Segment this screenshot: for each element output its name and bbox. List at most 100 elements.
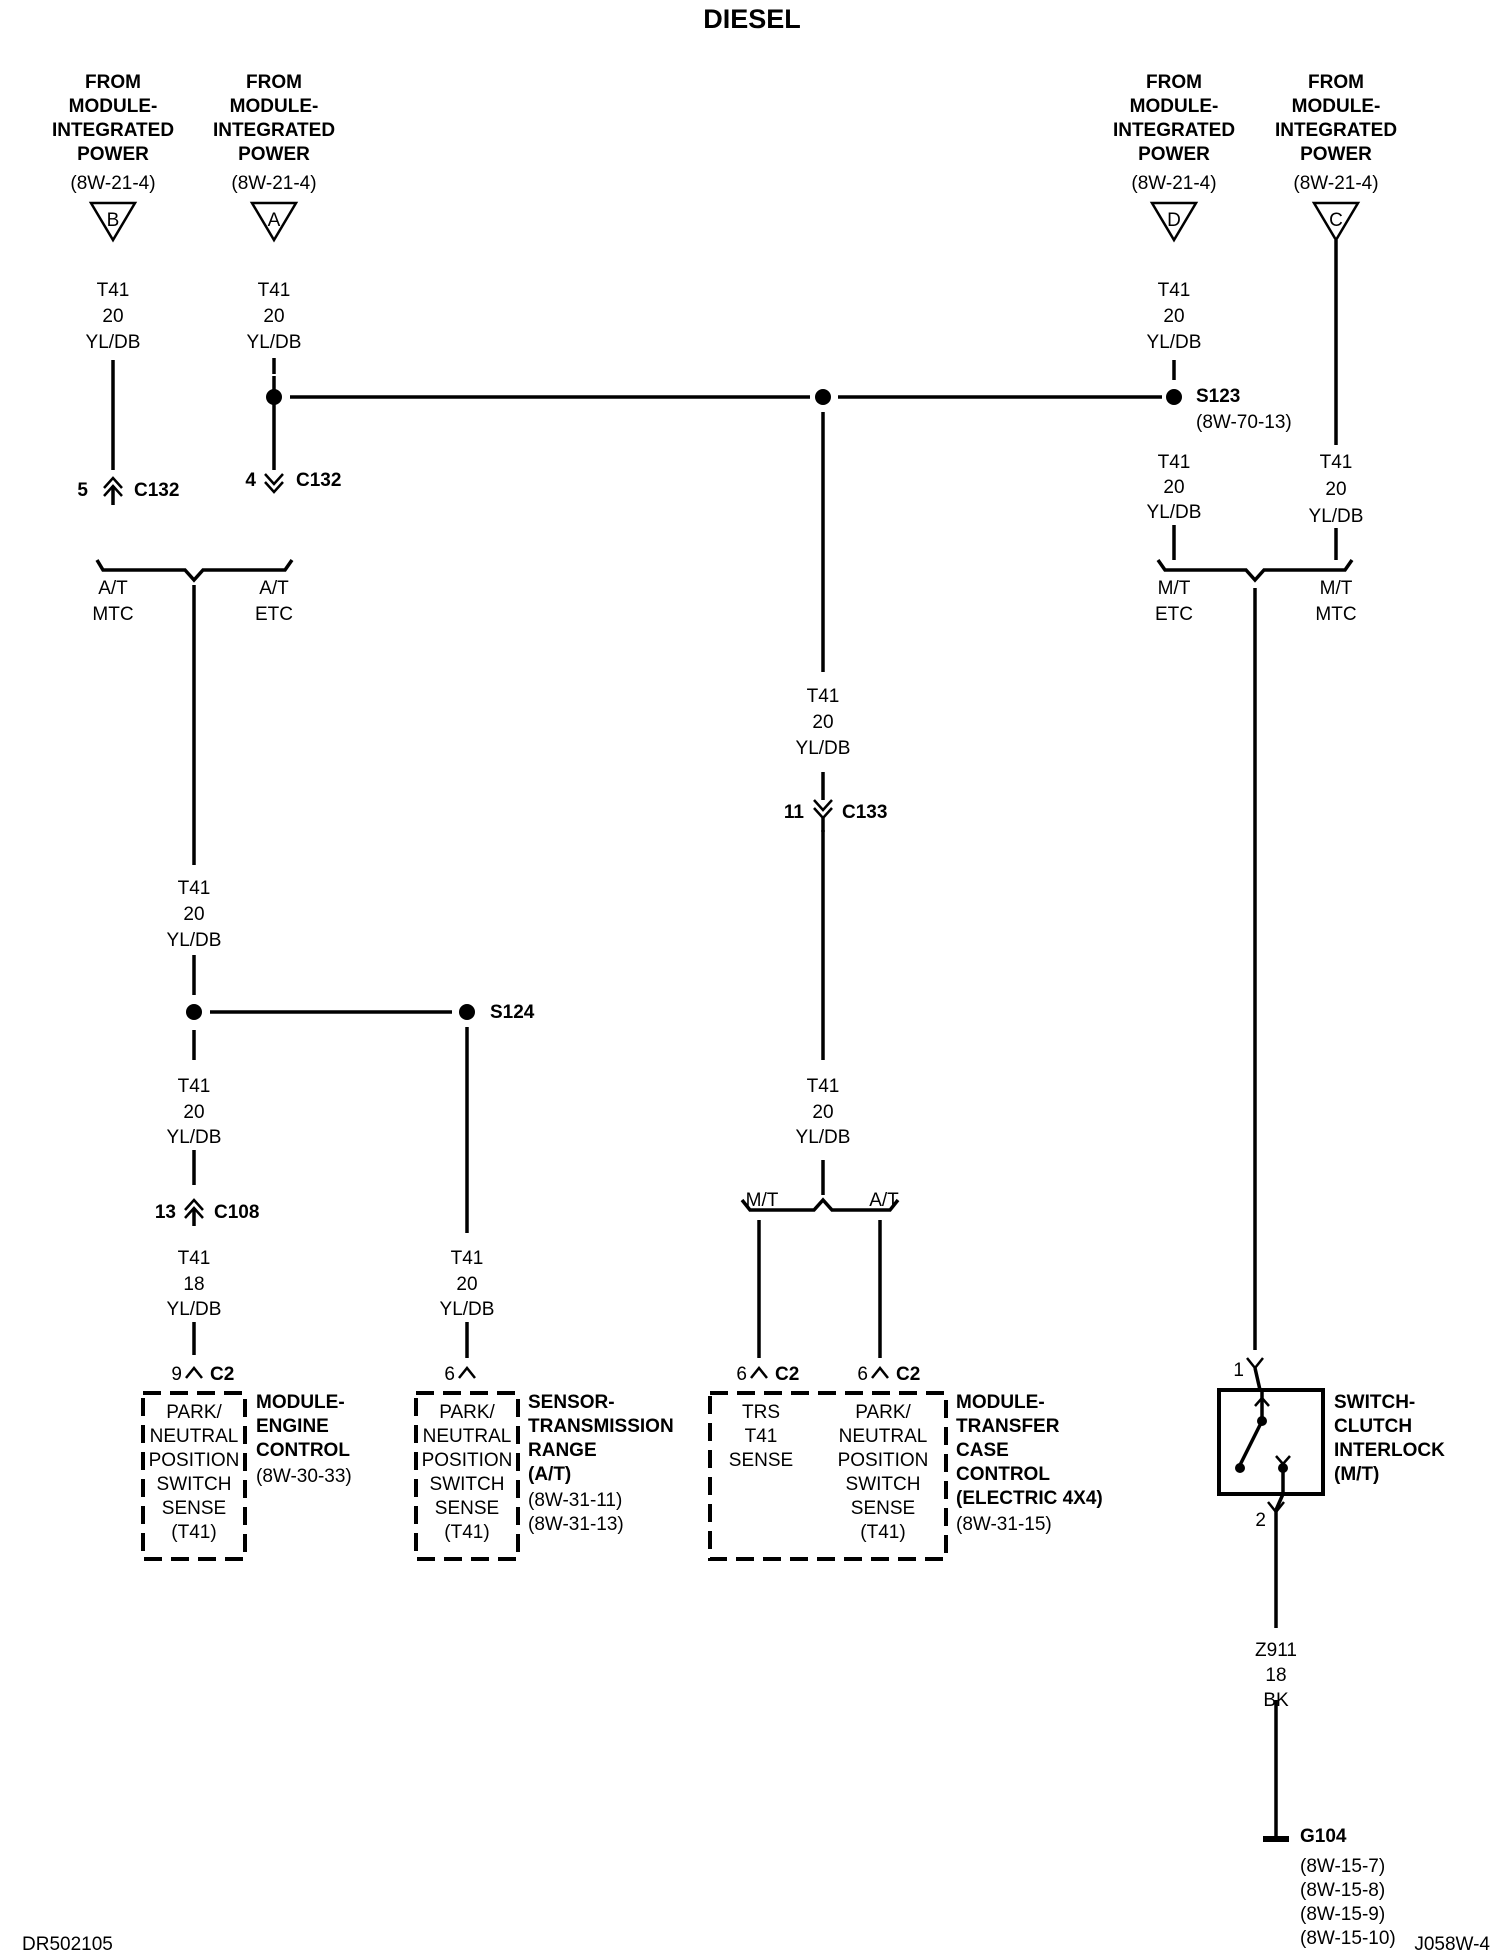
feed-label-line: INTEGRATED — [1113, 120, 1235, 141]
connector-pin: 13 — [155, 1202, 176, 1223]
inner-label: POSITION — [149, 1450, 240, 1471]
connector-name: C2 — [896, 1364, 920, 1385]
connector-chevron-icon — [264, 473, 284, 494]
feed-ref: (8W-21-4) — [1293, 173, 1378, 194]
connector-name: C108 — [214, 1202, 259, 1223]
splice-name: S124 — [490, 1002, 535, 1023]
component-ref: (8W-31-11) — [528, 1490, 622, 1511]
wire-circuit: Z911 — [1255, 1640, 1297, 1661]
inner-label: SWITCH — [157, 1474, 232, 1495]
feed-pin: A — [268, 210, 281, 231]
wire-gauge: 18 — [1265, 1665, 1286, 1686]
inner-label: TRS — [742, 1402, 780, 1423]
wire-gauge: 20 — [812, 1102, 833, 1123]
branch-label-bottom: ETC — [255, 604, 293, 625]
inner-label: NEUTRAL — [150, 1426, 239, 1447]
feed-arrow-icon — [1311, 201, 1361, 243]
component-ref: (8W-31-13) — [528, 1514, 624, 1535]
wire-color: YL/DB — [167, 930, 222, 951]
feed-ref: (8W-21-4) — [231, 173, 316, 194]
inner-label: POSITION — [422, 1450, 513, 1471]
splice-dot-s123 — [1166, 389, 1182, 405]
inner-label: (T41) — [171, 1522, 216, 1543]
branch-brackets — [95, 558, 1354, 1212]
wire-color: BK — [1263, 1690, 1289, 1711]
branch-bracket — [740, 1197, 900, 1212]
feed-pin: D — [1167, 210, 1181, 231]
switch-arrow-icon — [1254, 1396, 1270, 1407]
branch-label-top: A/T — [98, 578, 128, 599]
feed-arrow-icon — [249, 201, 299, 243]
pin-chevron-icon — [750, 1365, 768, 1379]
feed-arrow-icon — [88, 201, 138, 243]
inner-label: SENSE — [435, 1498, 499, 1519]
pin-chevron-icon — [871, 1365, 889, 1379]
diagram-title: DIESEL — [703, 4, 801, 34]
wire-circuit: T41 — [178, 1076, 211, 1097]
feed-ref: (8W-21-4) — [70, 173, 155, 194]
feed-label-line: POWER — [1138, 144, 1210, 165]
feed-pin: B — [107, 210, 120, 231]
component-name: (ELECTRIC 4X4) — [956, 1488, 1103, 1509]
branch-label-top: M/T — [746, 1190, 779, 1211]
splice-dot-s124 — [459, 1004, 475, 1020]
inner-label: PARK/ — [166, 1402, 222, 1423]
component-ref: (8W-31-15) — [956, 1514, 1052, 1535]
connector-name: C132 — [134, 480, 179, 501]
branch-label-top: A/T — [869, 1190, 899, 1211]
component-clutch-interlock-switch: 1 2 SWITCH- CLUTCH INTERLOCK (M/T) — [1217, 1357, 1445, 1531]
switch-arrow-icon — [1275, 1455, 1291, 1466]
connector-name: C132 — [296, 470, 341, 491]
wire-color: YL/DB — [247, 332, 302, 353]
feed-label-line: MODULE- — [69, 96, 158, 117]
component-name: CLUTCH — [1334, 1416, 1412, 1437]
wire-color: YL/DB — [167, 1299, 222, 1320]
wire-circuit: T41 — [451, 1248, 484, 1269]
connector-pin: 4 — [245, 470, 256, 491]
power-feed-c: FROM MODULE- INTEGRATED POWER (8W-21-4) … — [1275, 72, 1397, 243]
connector-pin: 9 — [171, 1364, 182, 1385]
feed-label-line: INTEGRATED — [52, 120, 174, 141]
feed-label-line: FROM — [246, 72, 302, 93]
ground-icon — [1263, 1836, 1289, 1842]
inner-label: PARK/ — [439, 1402, 495, 1423]
feed-label-line: POWER — [77, 144, 149, 165]
component-box — [708, 1391, 948, 1561]
power-feed-a: FROM MODULE- INTEGRATED POWER (8W-21-4) … — [213, 72, 335, 243]
splice-dot — [266, 389, 282, 405]
wire-circuit: T41 — [1158, 452, 1191, 473]
wire-gauge: 20 — [1325, 479, 1346, 500]
connector-chevron-icon — [813, 799, 833, 820]
component-name: SWITCH- — [1334, 1392, 1415, 1413]
component-ref: (8W-30-33) — [256, 1466, 352, 1487]
wire-gauge: 20 — [263, 306, 284, 327]
switch-box — [1217, 1388, 1325, 1496]
component-name: ENGINE — [256, 1416, 329, 1437]
feed-label-line: INTEGRATED — [1275, 120, 1397, 141]
feed-arrow-icon — [1149, 201, 1199, 243]
inner-label: SENSE — [851, 1498, 915, 1519]
feed-label-line: INTEGRATED — [213, 120, 335, 141]
branch-label-top: M/T — [1158, 578, 1191, 599]
branch-label-top: A/T — [259, 578, 289, 599]
inner-label: SWITCH — [846, 1474, 921, 1495]
component-name: CONTROL — [256, 1440, 350, 1461]
feed-label-line: POWER — [238, 144, 310, 165]
inner-label: SENSE — [729, 1450, 793, 1471]
switch-blade — [1238, 1420, 1264, 1466]
splice-ref: (8W-70-13) — [1196, 412, 1292, 433]
feed-label-line: MODULE- — [1130, 96, 1219, 117]
pin-chevron-icon — [1246, 1357, 1264, 1371]
wire-circuit: T41 — [178, 878, 211, 899]
wire — [1253, 1367, 1262, 1391]
inner-label: PARK/ — [855, 1402, 911, 1423]
inner-label: T41 — [745, 1426, 778, 1447]
inner-label: (T41) — [860, 1522, 905, 1543]
connector-name: C2 — [775, 1364, 799, 1385]
ground-ref: (8W-15-10) — [1300, 1928, 1396, 1949]
wire-color: YL/DB — [167, 1127, 222, 1148]
splice-dot — [815, 389, 831, 405]
component-name: (A/T) — [528, 1464, 571, 1485]
component-name: MODULE- — [256, 1392, 345, 1413]
connector-pin: 2 — [1255, 1510, 1266, 1531]
